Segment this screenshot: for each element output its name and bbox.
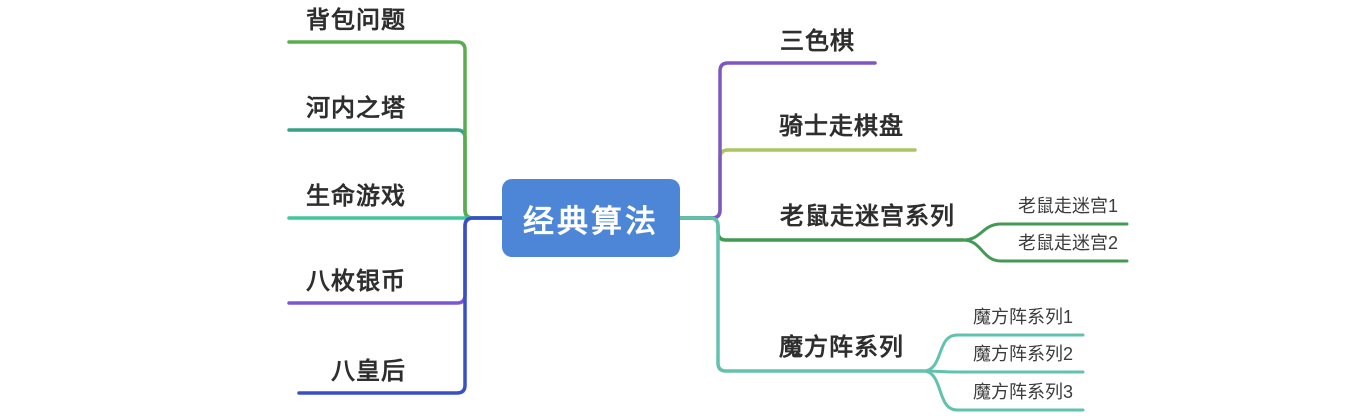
topic-knapsack-problem[interactable]: 背包问题 [306,7,406,34]
branch-line-three-color-chess [676,61,877,220]
root-topic[interactable]: 经典算法 [523,203,659,239]
topic-knights-tour[interactable]: 骑士走棋盘 [779,113,904,140]
topic-eight-coins[interactable]: 八枚银币 [306,268,406,295]
topic-three-color-chess[interactable]: 三色棋 [780,28,855,55]
topic-tower-of-hanoi[interactable]: 河内之塔 [306,95,406,122]
topic-magic-square-series[interactable]: 魔方阵系列 [779,334,904,361]
topic-mouse-maze-series[interactable]: 老鼠走迷宫系列 [780,203,955,230]
subtopic-magic-square-1[interactable]: 魔方阵系列1 [973,307,1074,327]
branch-line-mouse-maze-2 [961,238,1129,263]
subtopic-mouse-maze-2[interactable]: 老鼠走迷宫2 [1018,233,1119,253]
branch-line-eight-queens [297,216,507,395]
root-node-box[interactable] [502,179,680,257]
branch-line-magic-square-3 [921,369,1085,412]
subtopic-magic-square-3[interactable]: 魔方阵系列3 [973,382,1074,402]
branch-line-magic-square-2 [921,369,1085,374]
topic-eight-queens[interactable]: 八皇后 [331,358,406,385]
topic-game-of-life[interactable]: 生命游戏 [306,183,406,210]
subtopic-magic-square-2[interactable]: 魔方阵系列2 [973,344,1074,364]
subtopic-mouse-maze-1[interactable]: 老鼠走迷宫1 [1018,196,1119,216]
branch-line-magic-square-series [676,216,925,373]
